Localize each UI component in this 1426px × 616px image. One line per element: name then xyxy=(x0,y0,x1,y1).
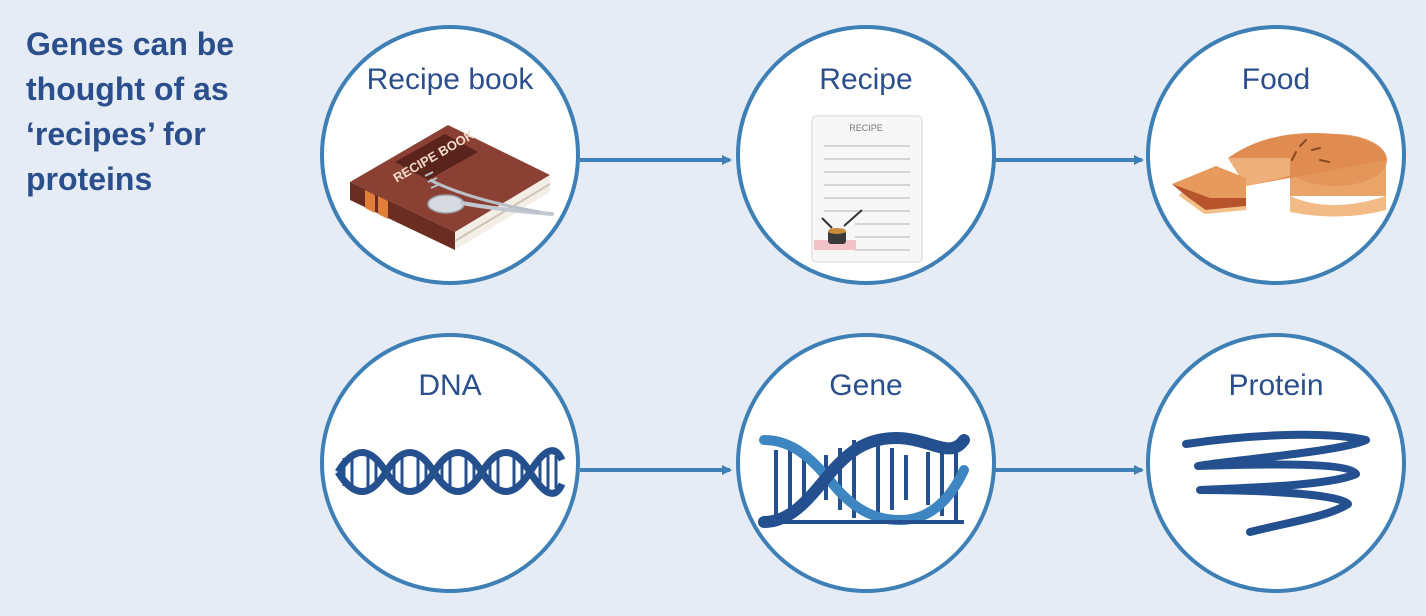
intro-heading: Genes can be thought of as ‘recipes’ for… xyxy=(26,22,286,202)
gene-icon xyxy=(758,431,970,528)
node-label-protein: Protein xyxy=(1228,369,1324,402)
intro-line-3: ‘recipes’ for xyxy=(26,116,206,152)
node-label-food: Food xyxy=(1241,63,1311,96)
circle-gene xyxy=(736,333,996,593)
recipe-book-icon: RECIPE BOOK xyxy=(350,125,554,250)
dna-icon xyxy=(335,447,566,497)
intro-line-1: Genes can be xyxy=(26,26,235,62)
protein-icon xyxy=(1182,430,1370,536)
pie-icon xyxy=(1172,133,1387,217)
node-label-recipe-book: Recipe book xyxy=(366,63,534,96)
node-label-gene: Gene xyxy=(829,369,903,402)
node-label-dna: DNA xyxy=(418,369,482,402)
intro-line-2: thought of as xyxy=(26,71,229,107)
node-label-recipe: Recipe xyxy=(819,63,913,96)
intro-line-4: proteins xyxy=(26,161,153,197)
recipe-card-icon: RECIPE xyxy=(811,115,923,263)
recipe-card-title: RECIPE xyxy=(849,123,883,133)
